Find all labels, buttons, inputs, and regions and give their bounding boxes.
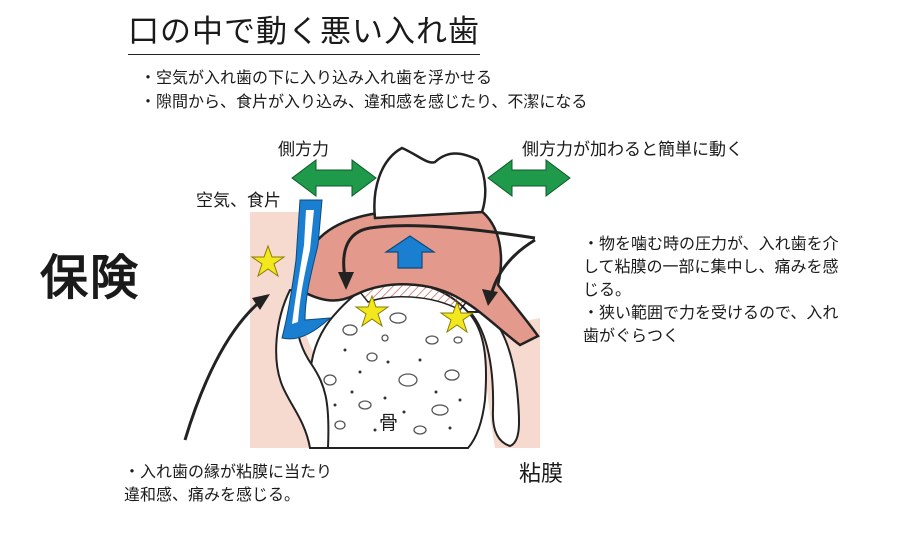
pressure-arrow-icon xyxy=(384,235,436,269)
air-intrusion-inner xyxy=(292,210,314,324)
pain-star-icon xyxy=(250,244,286,278)
edge-pain-note: ・入れ歯の縁が粘膜に当たり 違和感、痛みを感じる。 xyxy=(124,460,384,506)
bone-label: 骨 xyxy=(379,412,399,434)
page-title: 口の中で動く悪い入れ歯 xyxy=(128,12,480,55)
pointer-arrowheads xyxy=(252,272,498,310)
subtitle-bullet-1: ・空気が入れ歯の下に入り込み入れ歯を浮かせる xyxy=(140,68,493,87)
air-food-label: 空気、食片 xyxy=(196,191,281,211)
gum-outline-right xyxy=(467,311,520,448)
insurance-label: 保険 xyxy=(40,250,141,306)
pain-star-icon xyxy=(354,294,390,328)
mucosa-label: 粘膜 xyxy=(519,462,564,487)
denture-base xyxy=(298,208,540,347)
lateral-force-moves-label: 側方力が加わると簡単に動く xyxy=(522,140,743,160)
pressure-note-line: じる。 xyxy=(583,280,632,299)
double-arrow-icon xyxy=(487,159,571,197)
pressure-note-line: 歯がぐらつく xyxy=(583,326,680,345)
subtitle-bullet-2: ・隙間から、食片が入り込み、違和感を感じたり、不潔になる xyxy=(140,92,588,111)
bone-pores xyxy=(323,312,463,435)
pressure-note-line: して粘膜の一部に集中し、痛みを感 xyxy=(583,257,839,276)
double-arrow-icon xyxy=(291,159,377,197)
denture-tooth xyxy=(373,146,487,220)
pressure-note: ・物を噛む時の圧力が、入れ歯を介 して粘膜の一部に集中し、痛みを感 じる。 ・狭… xyxy=(583,232,883,347)
lateral-force-label: 側方力 xyxy=(278,140,329,160)
edge-pain-note-line: ・入れ歯の縁が粘膜に当たり xyxy=(124,462,333,481)
pressure-note-line: ・狭い範囲で力を受けるので、入れ xyxy=(583,303,839,322)
pressure-note-line: ・物を噛む時の圧力が、入れ歯を介 xyxy=(583,234,839,253)
air-intrusion-shape xyxy=(281,199,332,340)
pain-star-icon xyxy=(439,300,475,334)
edge-pain-note-line: 違和感、痛みを感じる。 xyxy=(124,485,301,504)
bone-dots xyxy=(333,348,462,432)
